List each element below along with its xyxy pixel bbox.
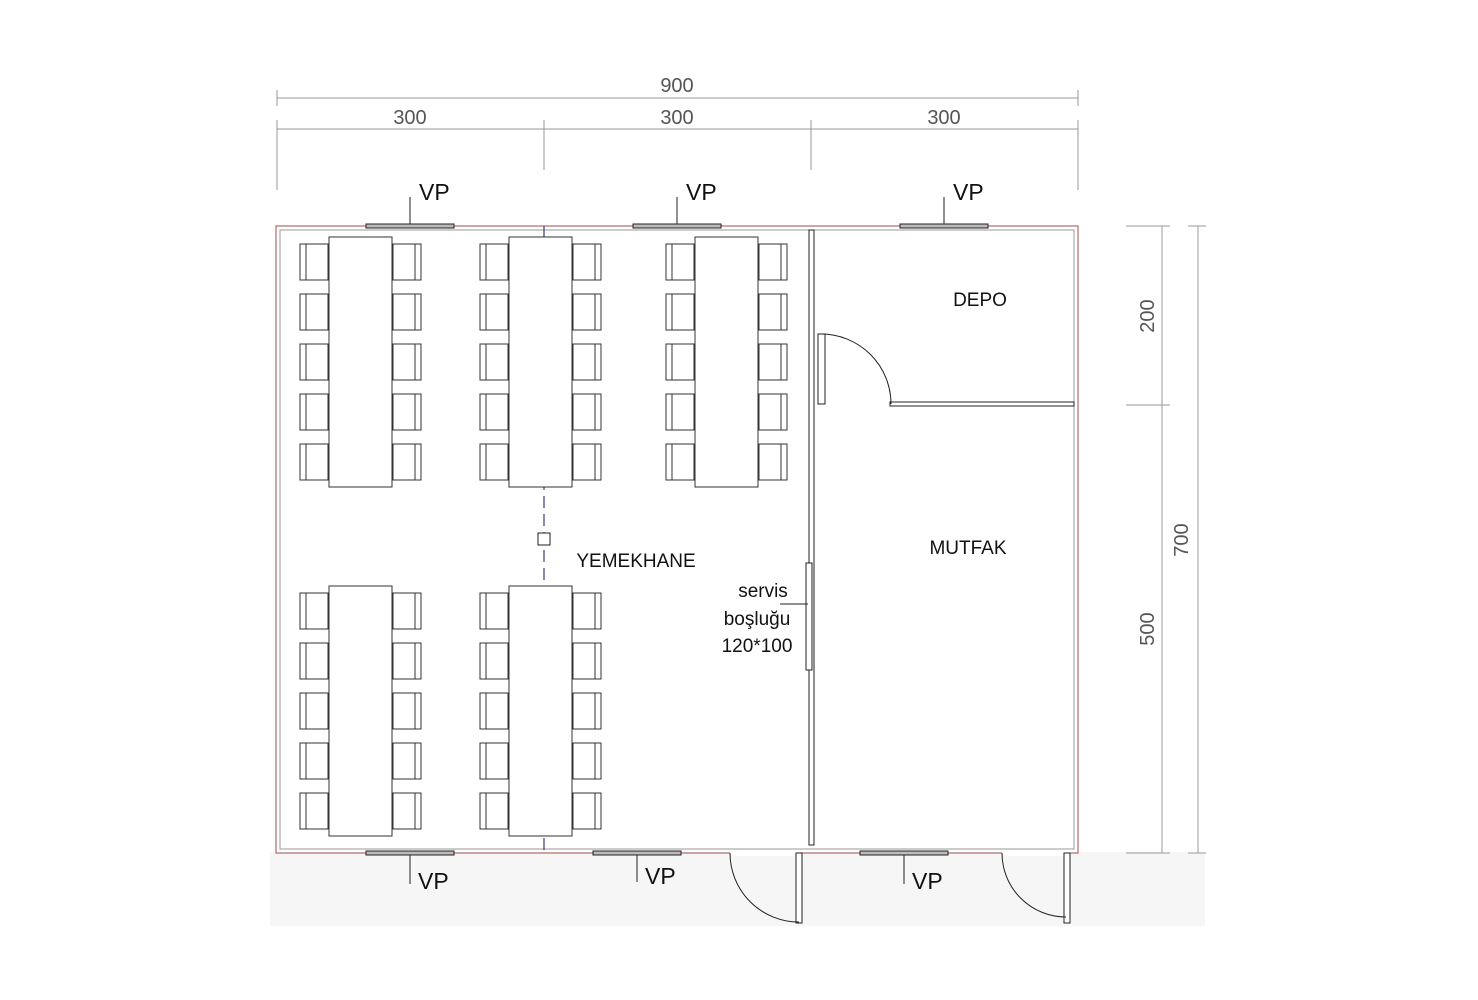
kitchen-exit-door xyxy=(1001,852,1071,924)
chair xyxy=(479,293,509,331)
chair xyxy=(479,642,509,680)
dim-depo-depth: 200 xyxy=(1137,299,1159,332)
chair xyxy=(392,592,422,630)
chair xyxy=(392,243,422,281)
chair xyxy=(392,343,422,381)
chair xyxy=(392,792,422,830)
chair xyxy=(392,742,422,780)
service-note-line3: 120*100 xyxy=(722,636,793,657)
vp-tag-top-3: VP xyxy=(953,179,984,205)
dining-table xyxy=(508,236,573,488)
vp-tag-top-1: VP xyxy=(419,179,450,205)
chair xyxy=(392,692,422,730)
chair xyxy=(572,592,602,630)
dining-furniture xyxy=(299,236,788,837)
top-dimensions xyxy=(276,90,1079,190)
chair xyxy=(299,692,329,730)
chair xyxy=(299,642,329,680)
chair xyxy=(299,443,329,481)
chair xyxy=(479,343,509,381)
chair xyxy=(665,343,695,381)
chair xyxy=(758,293,788,331)
chair xyxy=(758,393,788,431)
vp-tag-top-2: VP xyxy=(686,179,717,205)
chair xyxy=(572,792,602,830)
chair xyxy=(392,443,422,481)
chair xyxy=(392,393,422,431)
chair xyxy=(758,443,788,481)
chair xyxy=(665,293,695,331)
chair xyxy=(479,443,509,481)
room-label-storage: DEPO xyxy=(953,290,1007,311)
chair xyxy=(758,243,788,281)
chair xyxy=(479,243,509,281)
chair xyxy=(479,792,509,830)
dim-mutfak-depth: 500 xyxy=(1137,612,1159,645)
room-label-kitchen: MUTFAK xyxy=(929,538,1006,559)
chair xyxy=(572,642,602,680)
chair xyxy=(665,443,695,481)
dim-bay-1: 300 xyxy=(393,107,426,129)
chair xyxy=(665,243,695,281)
ground-shade xyxy=(270,852,1205,926)
chair xyxy=(479,592,509,630)
chair xyxy=(299,343,329,381)
chair xyxy=(572,293,602,331)
service-note-line2: boşluğu xyxy=(724,609,791,630)
chair xyxy=(572,443,602,481)
chair xyxy=(572,243,602,281)
chair xyxy=(299,742,329,780)
chair xyxy=(479,742,509,780)
chair xyxy=(758,343,788,381)
chair xyxy=(299,393,329,431)
dining-table xyxy=(694,236,759,488)
chair xyxy=(299,592,329,630)
dining-table xyxy=(508,585,573,837)
dim-overall-width: 900 xyxy=(660,75,693,97)
room-label-dining: YEMEKHANE xyxy=(576,551,695,572)
dining-exit-door xyxy=(729,852,803,924)
chair xyxy=(299,243,329,281)
service-opening-pane xyxy=(805,562,813,671)
chair xyxy=(299,792,329,830)
chair xyxy=(665,393,695,431)
chair xyxy=(572,742,602,780)
windows-bottom xyxy=(365,850,949,884)
windows-top xyxy=(365,197,989,229)
chair xyxy=(479,692,509,730)
chair xyxy=(479,393,509,431)
vp-tag-bottom-3: VP xyxy=(912,868,943,894)
depo-door xyxy=(817,333,892,405)
dim-overall-depth: 700 xyxy=(1171,523,1193,556)
dim-bay-3: 300 xyxy=(927,107,960,129)
right-dimensions xyxy=(1126,225,1206,854)
dim-bay-2: 300 xyxy=(660,107,693,129)
partition-walls xyxy=(808,229,1075,846)
vp-tag-bottom-1: VP xyxy=(418,868,449,894)
chair xyxy=(572,343,602,381)
vp-tag-bottom-2: VP xyxy=(645,863,676,889)
chair xyxy=(572,393,602,431)
dining-table xyxy=(328,236,393,488)
chair xyxy=(572,692,602,730)
service-note-line1: servis xyxy=(738,581,788,602)
chair xyxy=(299,293,329,331)
dining-table xyxy=(328,585,393,837)
column-marker xyxy=(537,532,551,546)
chair xyxy=(392,293,422,331)
chair xyxy=(392,642,422,680)
